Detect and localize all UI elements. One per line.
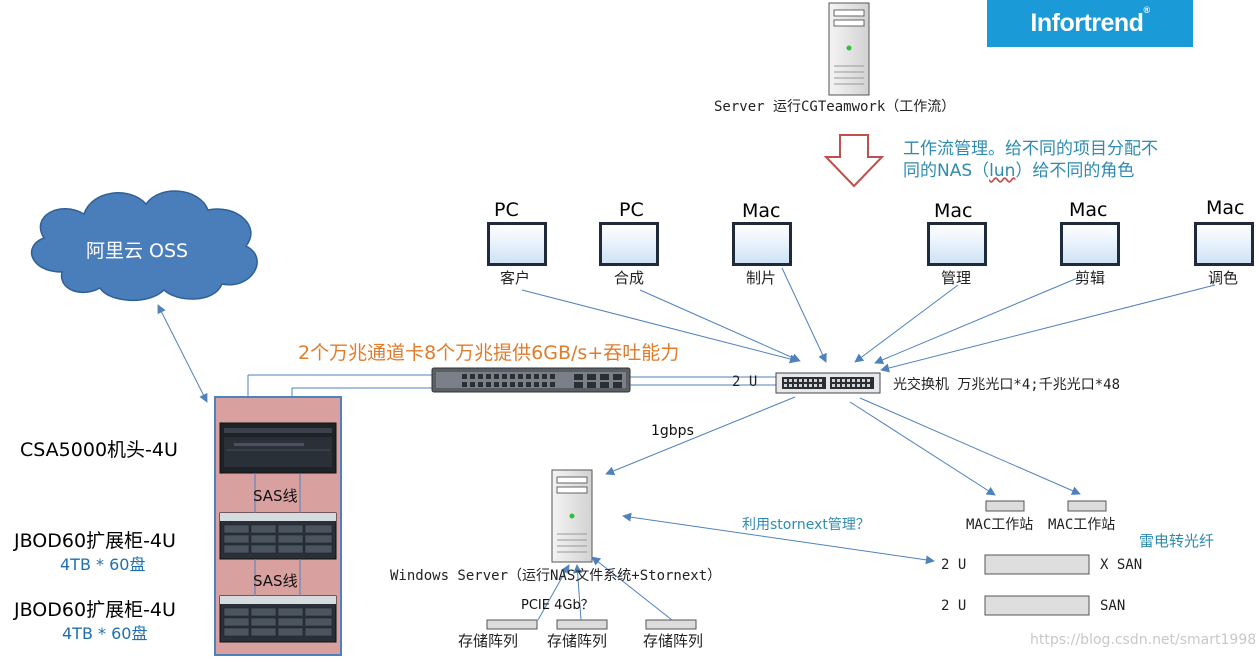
client-type-label: Mac [934,200,973,222]
client-monitor-icon [1060,222,1120,266]
ten-gig-switch-icon [431,367,631,393]
jbod-unit [219,595,337,643]
workflow-note: 工作流管理。给不同的项目分配不 同的NAS（lun）给不同的角色 [903,138,1158,182]
jbod1-disks: 4TB * 60盘 [60,555,146,574]
thunderbolt-note: 雷电转光纤 [1139,532,1215,550]
top-server-label: Server 运行CGTeamwork（工作流） [714,99,956,115]
san-unit-label: 2 U [941,557,967,573]
client-role-label: 制片 [746,269,777,287]
client-role-label: 合成 [614,269,645,287]
san-label: SAN [1100,598,1126,614]
mac-workstation-label: MAC工作站 [966,517,1034,533]
client-type-label: Mac [742,200,781,222]
cloud-shape [30,190,258,302]
client-type-label: Mac [1069,199,1108,221]
client-type-label: PC [494,199,519,221]
jbod2-label: JBOD60扩展柜-4U [14,599,176,621]
client-monitor-icon [599,222,659,266]
workflow-arrow-icon [823,134,885,188]
jbod1-label: JBOD60扩展柜-4U [14,530,176,552]
switch-label: 光交换机 万兆光口*4;千兆光口*48 [893,377,1121,393]
storage-array-icon [486,619,538,630]
workflow-note-line2: 同的NAS（lun）给不同的角色 [903,161,1135,181]
storage-array-label: 存储阵列 [547,632,608,650]
infortrend-logo: Infortrend® [987,0,1193,47]
storage-array-label: 存储阵列 [458,632,519,650]
csa5000-head-label: CSA5000机头-4U [20,439,178,461]
san-unit-label: 2 U [941,598,967,614]
top-server-icon [828,2,870,96]
client-type-label: PC [619,199,644,221]
client-monitor-icon [487,222,547,266]
stornext-note: 利用stornext管理？ [742,517,870,533]
mac-workstation-icon [985,500,1025,512]
client-type-label: Mac [1206,197,1245,219]
watermark: https://blog.csdn.net/smart1998 [1030,632,1257,648]
throughput-note: 2个万兆通道卡8个万兆提供6GB/s+吞吐能力 [298,342,680,364]
jbod2-disks: 4TB * 60盘 [62,624,148,643]
storage-array-icon [556,619,608,630]
storage-array-label: 存储阵列 [643,632,704,650]
san-unit-icon [984,595,1090,616]
csa5000-head-unit [219,422,337,474]
windows-server-icon [551,469,593,563]
mac-workstation-label: MAC工作站 [1048,517,1116,533]
san-unit-icon [984,554,1090,575]
workflow-note-line1: 工作流管理。给不同的项目分配不 [903,139,1158,159]
switch-unit-label: 2 U [732,374,758,390]
infortrend-logo-text: Infortrend [1030,9,1144,37]
jbod-unit [219,512,337,560]
client-role-label: 调色 [1208,269,1239,287]
san-label: X SAN [1100,557,1143,573]
pcie-label: PCIE 4Gb？ [521,598,594,613]
link-speed-label: 1gbps [651,423,694,439]
mac-workstation-icon [1067,500,1107,512]
windows-server-label: Windows Server（运行NAS文件系统+Stornext） [390,568,722,584]
storage-array-icon [645,619,697,630]
sas-cable-label: SAS线 [253,572,298,590]
optical-switch-icon [775,372,881,394]
client-monitor-icon [927,222,987,266]
client-role-label: 管理 [941,269,972,287]
sas-cable-label: SAS线 [253,487,298,505]
client-monitor-icon [1194,222,1254,266]
client-role-label: 剪辑 [1075,269,1106,287]
cloud-label: 阿里云 OSS [86,240,189,262]
client-monitor-icon [732,222,792,266]
client-role-label: 客户 [500,269,531,287]
